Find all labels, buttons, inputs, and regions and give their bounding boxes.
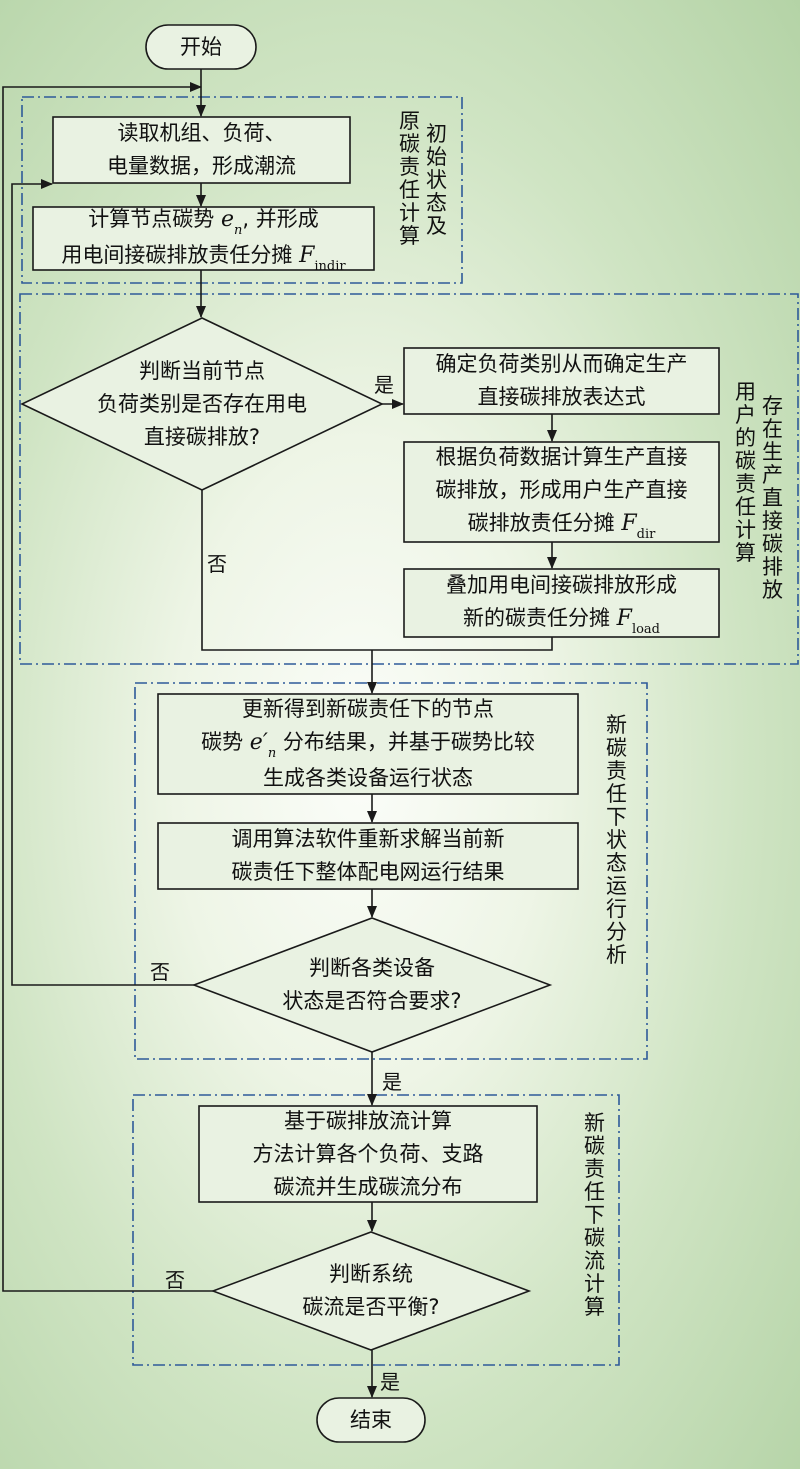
box-calc-direct xyxy=(403,441,720,543)
group-state-label: 新碳责任下状态运行分析 xyxy=(606,713,627,967)
branch-yes-balance: 是 xyxy=(380,1370,400,1394)
decision-load-text: 判断当前节点 负荷类别是否存在用电 直接碳排放? xyxy=(97,358,307,449)
group-flow-label: 新碳责任下碳流计算 xyxy=(584,1111,605,1319)
box-read-data xyxy=(52,116,351,184)
new-potential-subscript: n xyxy=(267,746,277,761)
carbon-potential-symbol: e xyxy=(220,206,234,232)
line-no-merge xyxy=(201,490,372,651)
call-software-text: 调用算法软件重新求解当前新 碳责任下整体配电网运行结果 xyxy=(231,827,505,884)
update-label-a: 更新得到新碳责任下的节点 xyxy=(242,697,494,721)
branch-yes-device: 是 xyxy=(382,1070,402,1094)
carbon-flow-text: 基于碳排放流计算 方法计算各个负荷、支路 碳流并生成碳流分布 xyxy=(252,1108,484,1199)
read-data-text: 读取机组、负荷、 电量数据，形成潮流 xyxy=(107,121,296,178)
branch-no-device: 否 xyxy=(150,960,170,984)
carbon-potential-subscript: n xyxy=(233,222,243,238)
update-label-c: 生成各类设备运行状态 xyxy=(263,766,473,790)
determine-type-text: 确定负荷类别从而确定生产 直接碳排放表达式 xyxy=(435,352,688,409)
branch-no-balance: 否 xyxy=(165,1268,185,1292)
arrow-device-no-loop xyxy=(11,179,194,986)
update-label-b2: 分布结果，并基于碳势比较 xyxy=(276,730,535,754)
line-superpose-merge xyxy=(372,637,553,651)
group-direct-frame xyxy=(19,293,799,665)
calc-potential-label-b: , 并形成 xyxy=(242,206,319,231)
f-load-symbol: F xyxy=(616,605,632,631)
box-update-potential xyxy=(157,693,579,795)
calc-direct-label-b: 碳排放责任分摊 xyxy=(467,511,622,535)
f-indir-subscript: indir xyxy=(314,258,346,274)
group-direct-col1: 存在生产直接碳排放 xyxy=(762,394,783,602)
decision-balance-text: 判断系统 碳流是否平衡? xyxy=(302,1262,440,1319)
box-determine-type xyxy=(403,347,720,415)
decision-device-text: 判断各类设备 状态是否符合要求? xyxy=(282,956,462,1013)
group-direct-col2: 用户的碳责任计算 xyxy=(735,380,756,565)
group-initial-col1: 初始状态及 xyxy=(426,122,447,238)
arrow-balance-no-loop xyxy=(2,82,213,1292)
f-dir-symbol: F xyxy=(621,511,637,536)
group-initial-frame xyxy=(21,96,463,284)
end-terminal xyxy=(316,1397,426,1443)
calc-potential-label-a: 计算节点碳势 xyxy=(88,206,221,231)
f-dir-subscript: dir xyxy=(636,527,656,542)
group-initial-col2: 原碳责任计算 xyxy=(399,109,420,248)
end-label: 结束 xyxy=(350,1407,392,1432)
start-label: 开始 xyxy=(180,34,222,59)
box-superpose xyxy=(403,568,720,638)
f-indir-symbol: F xyxy=(299,242,315,268)
branch-yes-load: 是 xyxy=(374,373,394,397)
update-potential-text: 更新得到新碳责任下的节点 碳势 e′n 分布结果，并基于碳势比较 生成各类设备运… xyxy=(158,694,578,794)
box-call-software xyxy=(157,822,579,890)
box-calc-potential xyxy=(32,206,375,271)
superpose-label-a: 叠加用电间接碳排放形成 xyxy=(446,572,677,597)
superpose-label-b: 新的碳责任分摊 xyxy=(462,605,617,630)
calc-potential-text: 计算节点碳势 en, 并形成 用电间接碳排放责任分摊 Findir xyxy=(33,206,374,274)
new-potential-symbol: e′ xyxy=(249,730,268,755)
branch-no-load: 否 xyxy=(207,552,227,576)
f-load-subscript: load xyxy=(631,621,660,637)
superpose-text: 叠加用电间接碳排放形成 新的碳责任分摊 Fload xyxy=(404,569,719,637)
calc-direct-label-a: 根据负荷数据计算生产直接 碳排放，形成用户生产直接 xyxy=(435,445,688,502)
update-label-b1: 碳势 xyxy=(201,730,250,754)
diamond-balance xyxy=(210,1231,532,1351)
calc-direct-text: 根据负荷数据计算生产直接 碳排放，形成用户生产直接 碳排放责任分摊 Fdir xyxy=(404,442,719,542)
calc-potential-label-c: 用电间接碳排放责任分摊 xyxy=(61,242,300,267)
group-state-frame xyxy=(134,682,648,1060)
box-carbon-flow xyxy=(198,1105,538,1203)
